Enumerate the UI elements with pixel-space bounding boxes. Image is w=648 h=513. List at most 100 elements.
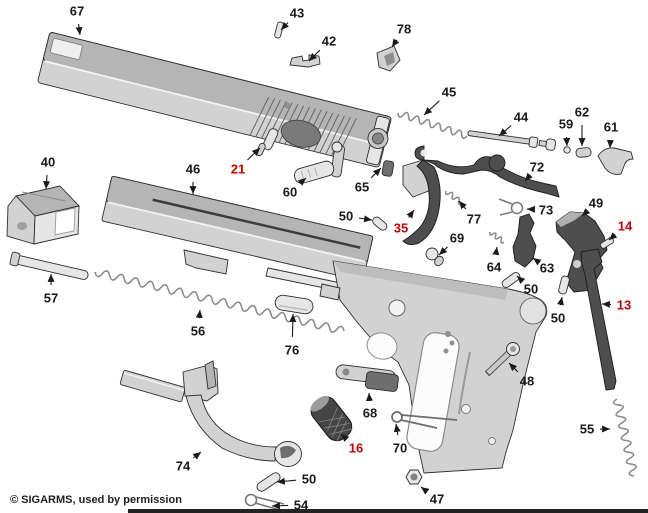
- part-label-14: 14: [618, 219, 633, 234]
- part-label-69: 69: [450, 231, 464, 246]
- part-60-safety-lever: [294, 141, 345, 184]
- part-label-60: 60: [283, 185, 297, 200]
- part-label-73: 73: [539, 203, 553, 218]
- part-label-57: 57: [44, 291, 58, 306]
- part-label-65: 65: [355, 180, 369, 195]
- leader-arrow-69: [438, 246, 448, 256]
- part-50-pin-c: [558, 275, 570, 295]
- part-50-pin-d: [256, 472, 281, 492]
- part-68-magazine-catch: [335, 364, 399, 392]
- part-35-trigger: [402, 159, 441, 246]
- part-16-knurled-cap: [310, 395, 353, 442]
- part-label-54: 54: [294, 498, 309, 513]
- part-42-rear-sight: [289, 54, 321, 68]
- part-label-50: 50: [339, 209, 353, 224]
- leader-arrow-76: [289, 313, 297, 338]
- leader-arrow-50: [276, 477, 297, 485]
- leader-arrow-65: [370, 167, 382, 179]
- part-frame-receiver: [319, 260, 548, 474]
- leader-arrow-70: [393, 423, 401, 436]
- leader-arrow-40: [43, 174, 51, 190]
- part-label-44: 44: [514, 110, 529, 125]
- leader-arrow-47: [420, 486, 430, 495]
- leader-arrow-35: [406, 209, 415, 219]
- part-59-detent: [563, 146, 571, 154]
- part-55-mainspring: [612, 398, 637, 477]
- leader-arrow-14: [608, 232, 618, 241]
- leader-arrow-44: [498, 125, 512, 137]
- part-78-front-sight: [376, 45, 401, 72]
- part-label-49: 49: [589, 196, 603, 211]
- leader-arrow-45: [423, 100, 440, 116]
- part-label-74: 74: [176, 459, 191, 474]
- part-label-72: 72: [530, 160, 544, 175]
- leader-arrow-77: [458, 200, 467, 210]
- part-label-16: 16: [349, 441, 363, 456]
- leader-arrow-67: [75, 23, 83, 36]
- leader-arrow-54: [271, 502, 289, 510]
- part-50-pin-b: [501, 272, 521, 288]
- part-45-recoil-spring: [397, 111, 468, 140]
- part-69-pin: [425, 247, 444, 267]
- part-label-47: 47: [430, 492, 444, 507]
- part-label-62: 62: [575, 105, 589, 120]
- bottom-window-edge: [128, 509, 648, 513]
- part-40-breech-block: [6, 185, 80, 245]
- copyright-notice: © SIGARMS, used by permission: [10, 494, 182, 506]
- part-label-21: 21: [231, 162, 245, 177]
- part-47-nut: [405, 469, 423, 485]
- leader-arrow-64: [492, 246, 500, 256]
- leader-arrow-42: [308, 49, 321, 62]
- part-72-trigger-bar: [414, 145, 560, 198]
- leader-arrow-74: [192, 451, 202, 460]
- part-61-stop-plate: [597, 147, 634, 175]
- part-54-clip: [244, 493, 285, 511]
- part-label-76: 76: [285, 343, 299, 358]
- part-62-roller: [575, 147, 592, 158]
- part-label-48: 48: [520, 374, 534, 389]
- leader-arrow-60: [297, 177, 307, 186]
- part-label-63: 63: [540, 261, 554, 276]
- leader-arrow-72: [524, 172, 533, 182]
- leader-arrow-50: [557, 296, 564, 306]
- part-73-torsion-spring: [498, 198, 524, 216]
- part-label-40: 40: [41, 155, 55, 170]
- part-56-recoil-spring: [94, 270, 345, 333]
- leader-arrow-21: [247, 147, 261, 161]
- part-76-spring-plug: [274, 294, 314, 315]
- part-label-61: 61: [604, 120, 618, 135]
- leader-arrow-78: [391, 38, 400, 48]
- part-label-55: 55: [580, 422, 594, 437]
- leader-arrow-16: [340, 433, 350, 442]
- part-label-64: 64: [487, 260, 502, 275]
- part-label-13: 13: [617, 298, 631, 313]
- part-label-50: 50: [302, 472, 316, 487]
- part-label-50: 50: [524, 282, 538, 297]
- leader-arrow-56: [195, 309, 203, 319]
- part-label-46: 46: [186, 162, 200, 177]
- part-57-pin: [9, 251, 89, 280]
- part-48-grip-screw: [484, 342, 520, 377]
- leader-arrow-50: [358, 215, 373, 223]
- part-13-hammer-strut: [580, 248, 617, 391]
- leader-arrow-63: [532, 257, 542, 266]
- part-label-78: 78: [397, 22, 411, 37]
- part-label-50: 50: [551, 311, 565, 326]
- part-label-42: 42: [322, 34, 336, 49]
- leader-arrow-50: [516, 275, 526, 284]
- leader-arrow-49: [581, 208, 591, 217]
- part-44-guide-rod: [467, 130, 556, 151]
- part-63-sear: [512, 213, 537, 268]
- part-label-45: 45: [442, 85, 456, 100]
- part-64-spring: [488, 231, 505, 244]
- part-65-pin: [381, 160, 395, 177]
- leader-arrow-48: [508, 362, 519, 373]
- part-70-spring-wire: [391, 411, 458, 429]
- part-label-35: 35: [394, 221, 408, 236]
- part-label-43: 43: [290, 6, 304, 21]
- part-label-59: 59: [559, 117, 573, 132]
- leader-arrow-43: [280, 21, 290, 31]
